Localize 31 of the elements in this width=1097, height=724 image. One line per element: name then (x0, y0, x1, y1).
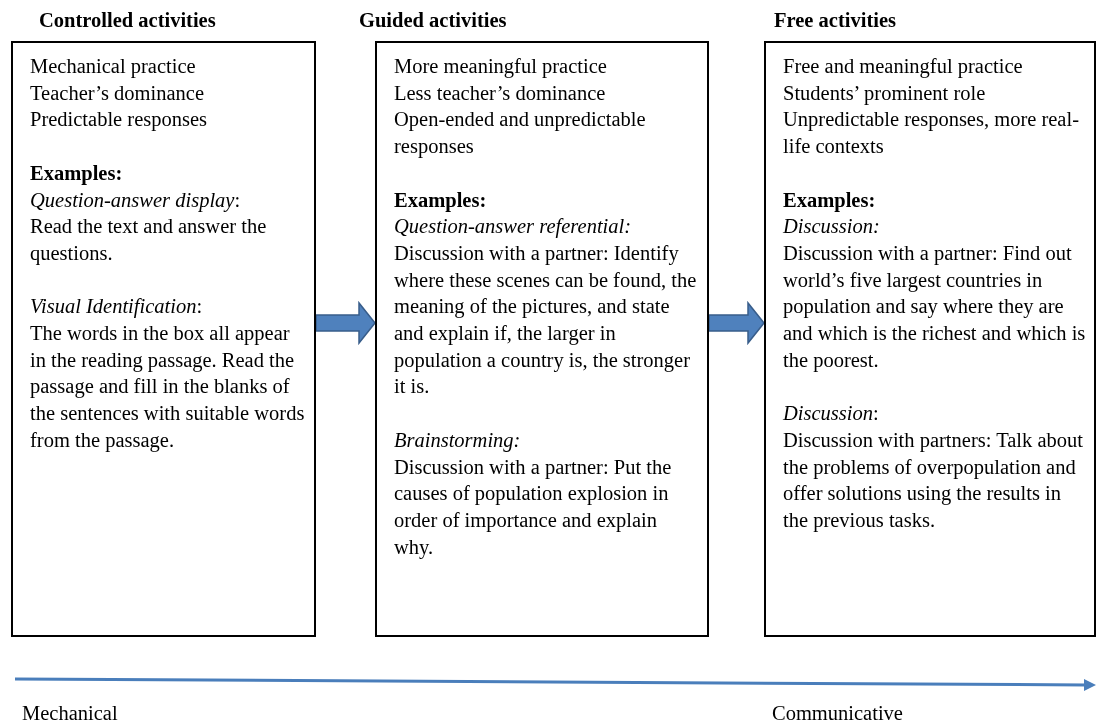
body-text: Open-ended and unpredictable responses (394, 107, 647, 160)
body-text: Unpredictable responses, more real-life contexts (783, 107, 1080, 160)
body-text: Discussion with partners: Talk about the problems of overpopulation and offer solutions using the results in the previous tasks. (783, 427, 1084, 534)
column-heading: Controlled activities (39, 9, 216, 32)
body-text: Free and meaningful practice (783, 54, 1024, 80)
body-text: More meaningful practice (394, 54, 608, 80)
body-text: Read the text and answer the questions. (30, 214, 268, 267)
example-type: Question-answer referential: (394, 214, 633, 240)
example-type: Question-answer display: (30, 187, 242, 214)
examples-heading: Examples: (394, 187, 488, 214)
scale-label: Communicative (772, 702, 903, 724)
block-arrow (708, 300, 765, 346)
body-text: Less teacher’s dominance (394, 80, 607, 106)
body-text: Students’ prominent role (783, 80, 987, 107)
body-text: Discussion with a partner: Identify where these scenes can be found, the meaning of the pictures, and state and explain if, the larger in population a country is, the stronger it is. (394, 240, 698, 400)
example-type: Visual Identification: (30, 294, 204, 320)
column-heading: Guided activities (359, 9, 507, 32)
body-text: Discussion with a partner: Find out world’s five largest countries in population and say where they are and which is the richest and which is the poorest. (783, 240, 1086, 374)
example-type: Discussion: (783, 401, 880, 427)
examples-heading: Examples: (30, 160, 124, 187)
body-text: Teacher’s dominance (30, 80, 206, 106)
block-arrow (315, 300, 376, 346)
example-type: Brainstorming: (394, 427, 522, 454)
example-type: Discussion: (783, 214, 881, 240)
body-text: Discussion with a partner: Put the causes of population explosion in order of importance and explain why. (394, 454, 673, 561)
examples-heading: Examples: (783, 187, 877, 214)
body-text: Predictable responses (30, 107, 209, 133)
body-text: The words in the box all appear in the reading passage. Read the passage and fill in the blanks of the sentences with suitable words from the passage. (30, 321, 306, 454)
body-text: Mechanical practice (30, 54, 197, 80)
scale-label: Mechanical (22, 702, 118, 724)
column-heading: Free activities (774, 9, 896, 32)
